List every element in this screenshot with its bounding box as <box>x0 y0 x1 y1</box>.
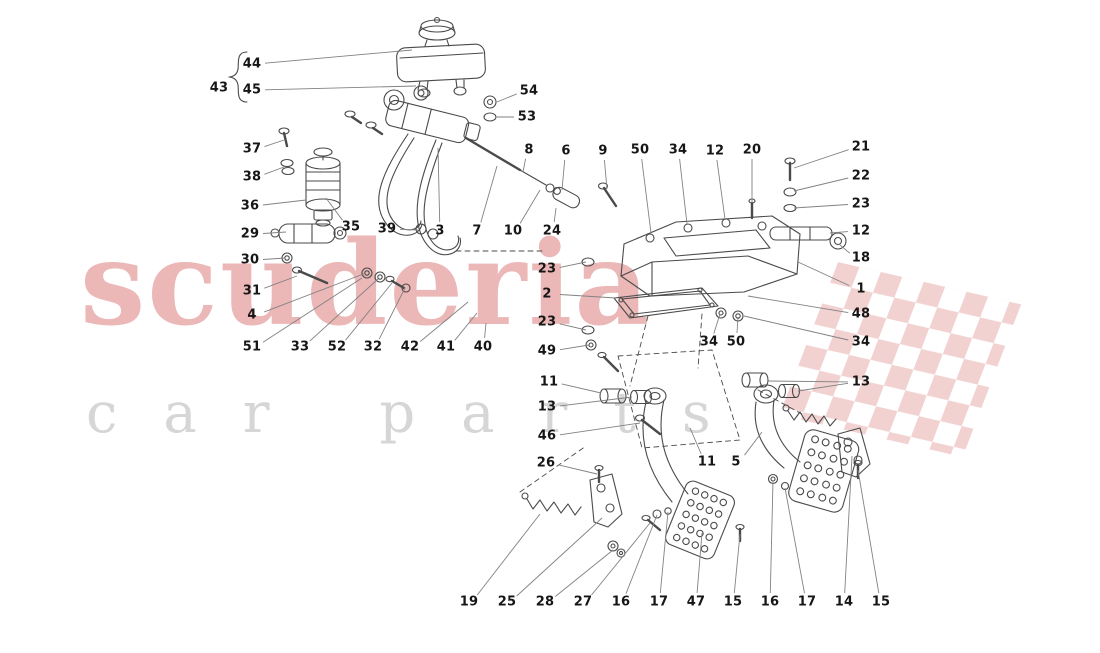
gasket <box>613 287 719 319</box>
master-cylinder <box>344 85 481 144</box>
mounting-brackets <box>589 427 871 528</box>
pivot-shaft <box>769 157 847 250</box>
washer-bolt-set <box>361 267 411 293</box>
hoses <box>378 133 461 256</box>
bottom-fasteners <box>607 507 672 558</box>
gasket-fasteners <box>581 257 744 373</box>
construction-lines <box>455 250 803 493</box>
pushrod <box>464 136 618 209</box>
fitting-54-53 <box>483 95 497 122</box>
brand-watermark: scuderia <box>80 216 652 352</box>
brace-43 <box>228 51 248 103</box>
line-art <box>228 16 871 560</box>
checkered-flag-watermark <box>779 262 1022 458</box>
leader-lines <box>262 49 880 597</box>
return-springs <box>521 404 837 516</box>
clutch-pedal <box>642 387 745 560</box>
clutch-master-cylinder <box>270 127 347 285</box>
fluid-reservoir <box>396 16 486 98</box>
tagline-watermark: car parts <box>86 381 757 446</box>
pedal-support-box <box>620 198 801 297</box>
